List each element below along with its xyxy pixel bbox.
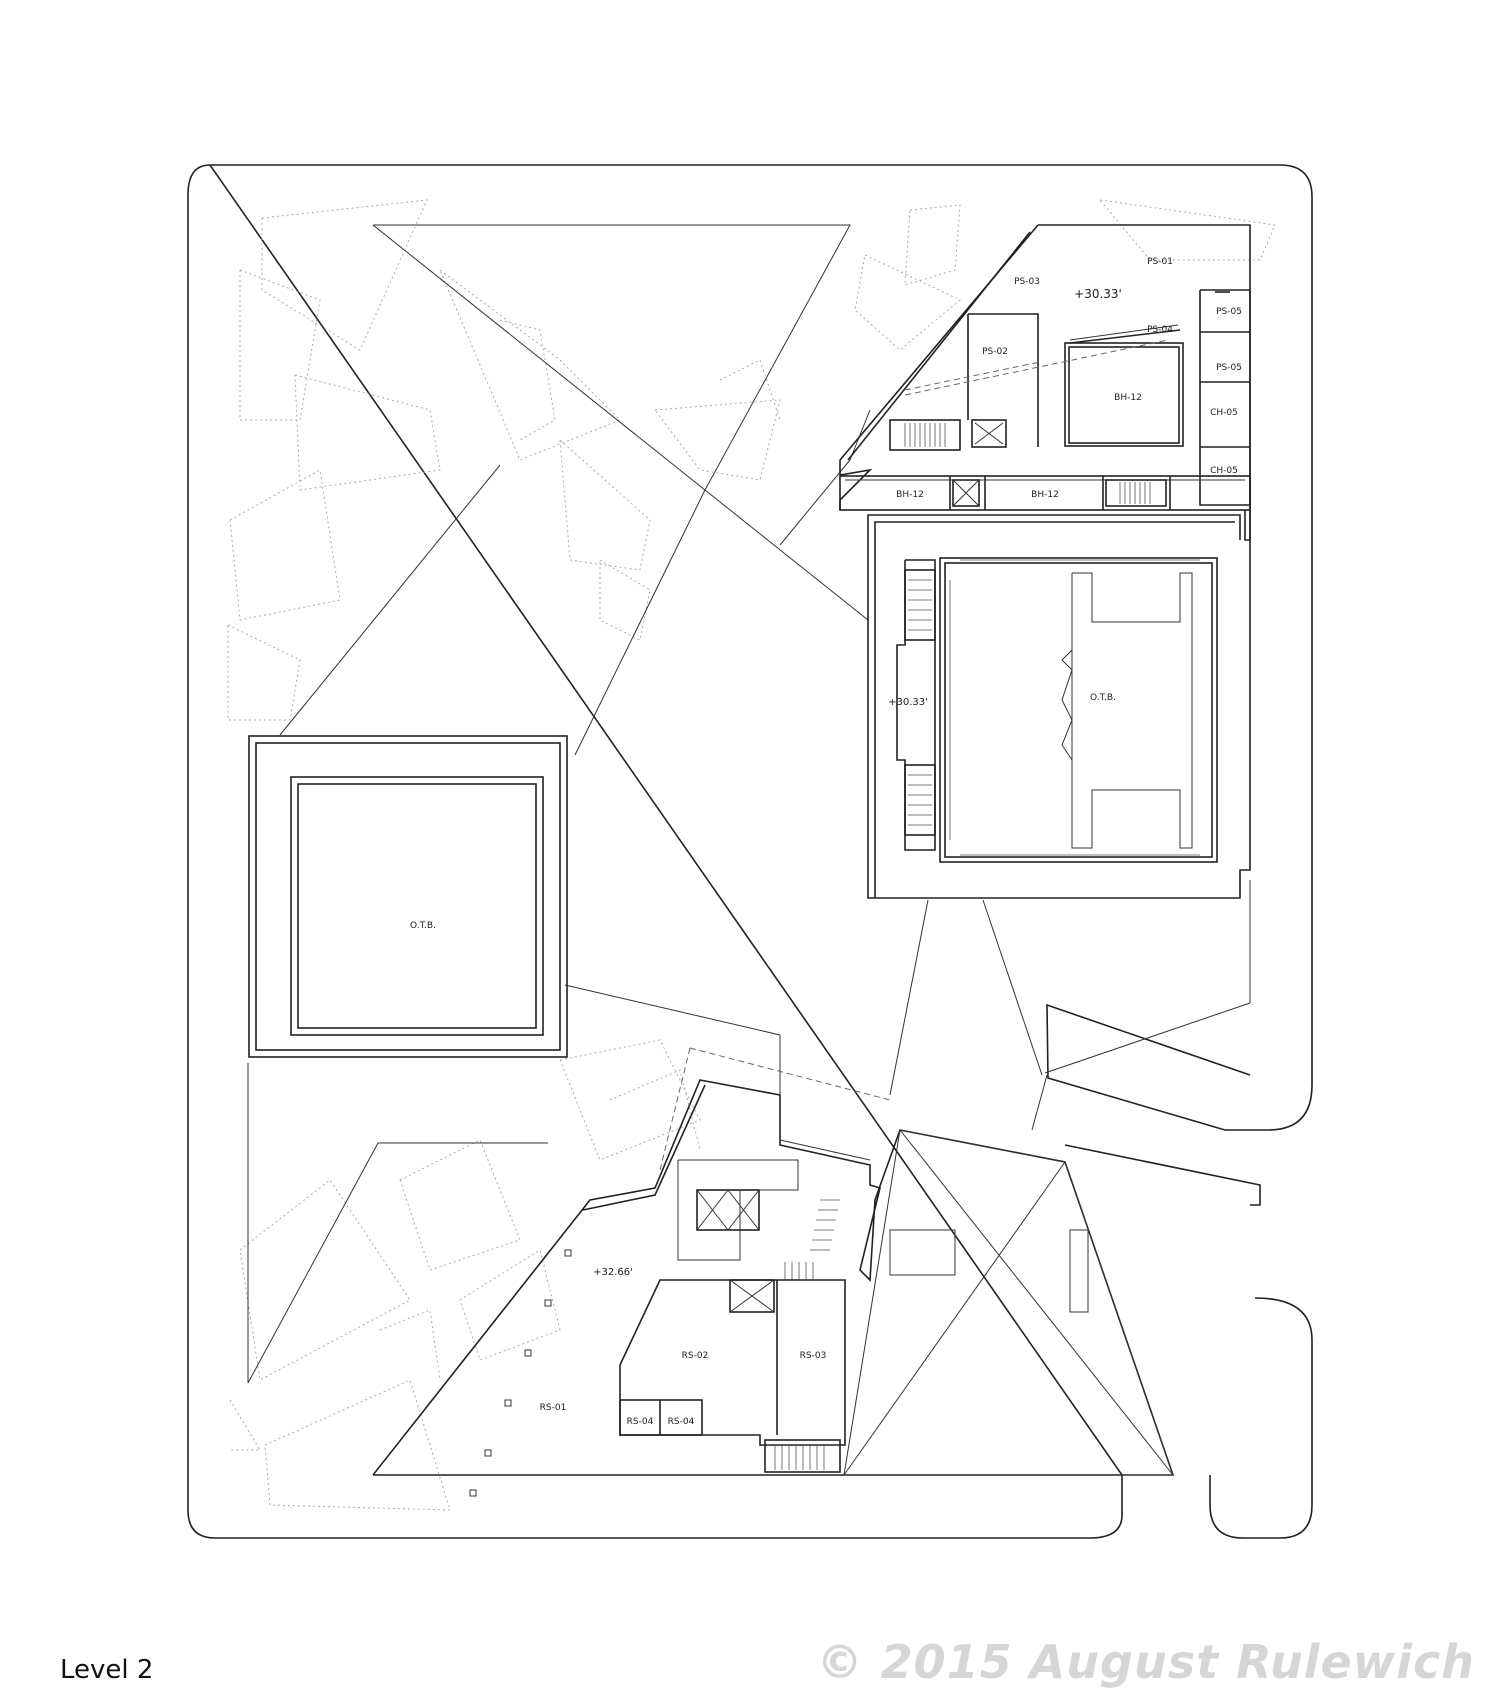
site-boundary (187, 164, 1313, 1539)
room-label-rs-03: RS-03 (800, 1351, 827, 1361)
room-label-bh-12-corridor-left: BH-12 (896, 490, 924, 500)
room-label-ps-01: PS-01 (1147, 257, 1173, 267)
room-label-bh-12-corridor-mid: BH-12 (1031, 490, 1059, 500)
otb-square-block: O.T.B. (248, 735, 568, 1058)
room-label-rs-04-a: RS-04 (627, 1417, 654, 1427)
room-label-otb-square: O.T.B. (410, 921, 436, 931)
room-label-rs-02: RS-02 (682, 1351, 709, 1361)
theatre-block: +30.33' O.T.B. (867, 510, 1251, 899)
copyright-watermark: © 2015 August Rulewich (816, 1635, 1475, 1689)
room-label-ps-05-b: PS-05 (1216, 363, 1242, 373)
room-label-ps-05-a: PS-05 (1216, 307, 1242, 317)
room-label-rs-04-b: RS-04 (668, 1417, 695, 1427)
elevation-label-theatre: +30.33' (888, 697, 928, 708)
room-label-ps-04: PS-04 (1147, 325, 1173, 335)
room-label-rs-01: RS-01 (540, 1403, 567, 1413)
room-label-otb-theatre: O.T.B. (1090, 693, 1116, 703)
room-label-ch-05-b: CH-05 (1210, 466, 1238, 476)
room-label-ch-05-a: CH-05 (1210, 408, 1238, 418)
room-label-ps-02: PS-02 (982, 347, 1008, 357)
elevation-label-south: +32.66' (593, 1267, 633, 1278)
roof-lines (247, 224, 1251, 1384)
ghost-outlines (227, 199, 1276, 1511)
south-wing: +32.66' RS-02 RS-03 RS-01 RS-04 RS-04 (372, 1047, 1261, 1497)
room-label-bh-12: BH-12 (1114, 393, 1142, 403)
level-caption: Level 2 (60, 1655, 154, 1685)
room-label-ps-03: PS-03 (1014, 277, 1040, 287)
elevation-label-top: +30.33' (1074, 287, 1122, 301)
